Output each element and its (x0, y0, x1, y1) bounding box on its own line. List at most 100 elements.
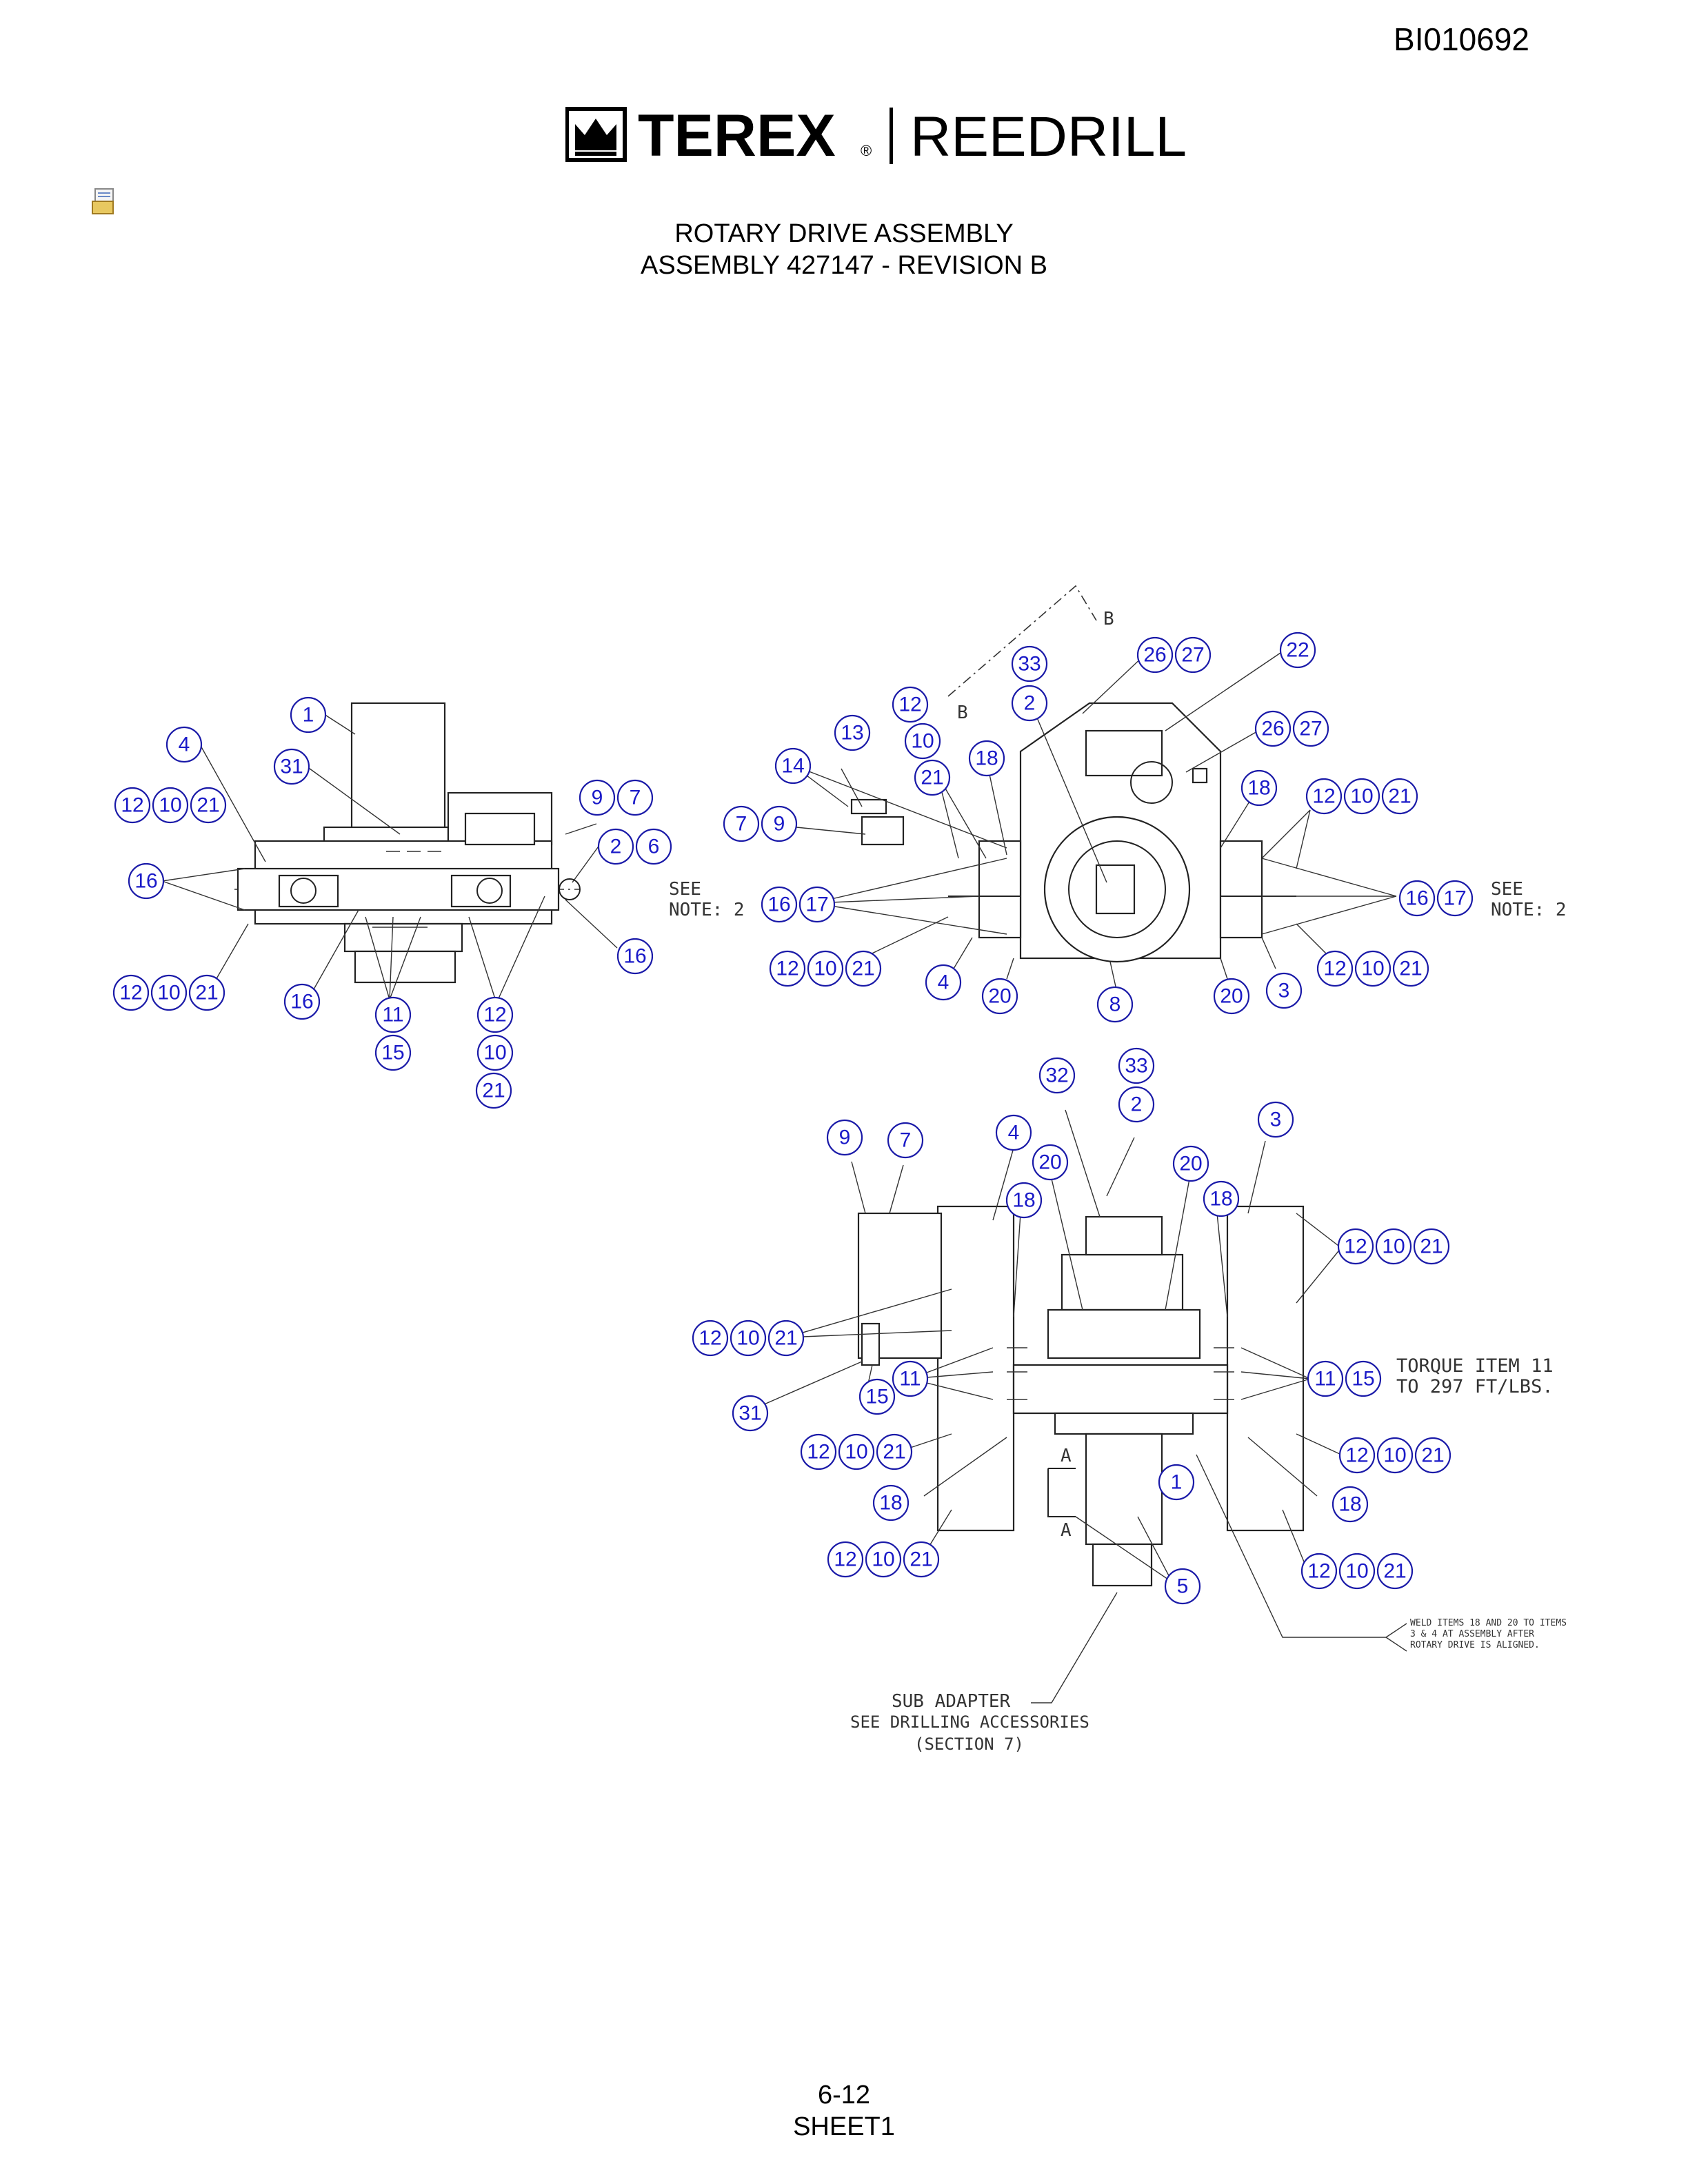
svg-text:32: 32 (1045, 1064, 1068, 1087)
balloon-10: 10 (476, 1034, 514, 1071)
balloon-6: 6 (635, 828, 672, 865)
svg-text:27: 27 (1181, 644, 1204, 667)
balloon-21: 21 (1381, 778, 1418, 815)
balloon-21: 21 (188, 974, 225, 1011)
balloon-21: 21 (845, 950, 882, 987)
svg-text:11: 11 (1314, 1368, 1336, 1391)
svg-text:12: 12 (483, 1004, 506, 1027)
balloon-10: 10 (730, 1320, 767, 1357)
balloon-10: 10 (904, 722, 941, 760)
svg-text:6: 6 (648, 836, 660, 858)
svg-text:16: 16 (134, 870, 157, 893)
balloon-21: 21 (190, 787, 227, 824)
svg-text:22: 22 (1286, 639, 1309, 662)
svg-text:12: 12 (1323, 958, 1346, 980)
section-a-label-1: A (1061, 1446, 1072, 1466)
svg-text:10: 10 (872, 1548, 894, 1571)
section-b-label-2: B (957, 702, 968, 723)
svg-text:12: 12 (1344, 1235, 1367, 1258)
svg-text:®: ® (861, 142, 872, 159)
balloon-21: 21 (767, 1320, 805, 1357)
balloon-11: 11 (892, 1360, 929, 1397)
balloon-2: 2 (1011, 685, 1048, 722)
balloon-10: 10 (150, 974, 188, 1011)
drawing-title: ROTARY DRIVE ASSEMBLY ASSEMBLY 427147 - … (0, 218, 1688, 281)
balloon-31: 31 (273, 748, 310, 785)
balloon-26: 26 (1254, 710, 1292, 747)
balloon-10: 10 (1376, 1437, 1414, 1474)
see-note-right-1: SEE (1491, 879, 1523, 900)
svg-text:2: 2 (1024, 692, 1036, 715)
balloon-12: 12 (1305, 778, 1343, 815)
svg-text:TEREX: TEREX (638, 103, 836, 165)
svg-text:21: 21 (921, 767, 943, 789)
svg-text:21: 21 (1420, 1235, 1443, 1258)
balloon-21: 21 (1392, 950, 1429, 987)
balloon-10: 10 (1375, 1228, 1412, 1265)
balloon-12: 12 (892, 686, 929, 723)
balloon-21: 21 (1414, 1437, 1451, 1474)
balloon-11: 11 (374, 996, 412, 1033)
svg-text:1: 1 (1171, 1471, 1183, 1494)
balloon-27: 27 (1292, 710, 1329, 747)
terex-reedrill-logo: TEREX ® REEDRILL (565, 103, 1187, 165)
svg-text:10: 10 (1361, 958, 1384, 980)
balloon-16: 16 (1398, 880, 1436, 917)
balloon-8: 8 (1096, 986, 1134, 1023)
svg-text:10: 10 (157, 982, 180, 1004)
svg-text:10: 10 (1382, 1235, 1405, 1258)
balloon-33: 33 (1011, 645, 1048, 682)
svg-text:21: 21 (1388, 785, 1411, 808)
svg-text:21: 21 (1399, 958, 1422, 980)
svg-text:12: 12 (898, 694, 921, 716)
weld-note-2: 3 & 4 AT ASSEMBLY AFTER (1410, 1629, 1534, 1639)
svg-text:REEDRILL: REEDRILL (910, 105, 1187, 165)
svg-text:3: 3 (1270, 1109, 1282, 1131)
see-note-left-2: NOTE: 2 (669, 900, 745, 920)
balloon-17: 17 (1436, 880, 1474, 917)
balloon-1: 1 (290, 696, 327, 734)
left-side-view (234, 702, 581, 984)
balloon-13: 13 (834, 714, 871, 751)
svg-text:15: 15 (1352, 1368, 1374, 1391)
svg-text:18: 18 (1338, 1493, 1361, 1516)
svg-text:7: 7 (900, 1129, 912, 1152)
attachment-icon[interactable] (91, 188, 119, 218)
section-7-label: (SECTION 7) (914, 1735, 1024, 1754)
crown-icon (565, 107, 627, 162)
svg-text:12: 12 (1312, 785, 1335, 808)
torque-note-2: TO 297 FT/LBS. (1396, 1376, 1554, 1397)
svg-text:9: 9 (774, 813, 785, 836)
balloon-4: 4 (995, 1114, 1032, 1151)
svg-text:26: 26 (1143, 644, 1166, 667)
balloon-2: 2 (1118, 1086, 1155, 1123)
balloon-7: 7 (723, 805, 760, 842)
svg-text:15: 15 (381, 1042, 404, 1064)
balloon-18: 18 (968, 740, 1005, 777)
svg-text:4: 4 (1008, 1122, 1020, 1144)
see-note-left-1: SEE (669, 879, 701, 900)
svg-text:12: 12 (834, 1548, 856, 1571)
svg-text:16: 16 (290, 991, 313, 1013)
balloon-15: 15 (1345, 1360, 1382, 1397)
section-a-label-2: A (1061, 1520, 1072, 1541)
svg-text:33: 33 (1125, 1055, 1147, 1078)
svg-text:10: 10 (911, 730, 934, 753)
svg-text:21: 21 (1383, 1560, 1406, 1583)
balloon-21: 21 (1376, 1553, 1414, 1590)
balloon-1: 1 (1158, 1464, 1195, 1501)
svg-text:21: 21 (197, 794, 219, 817)
balloon-12: 12 (114, 787, 151, 824)
title-line-1: ROTARY DRIVE ASSEMBLY (674, 219, 1014, 248)
svg-text:33: 33 (1018, 653, 1041, 676)
svg-text:13: 13 (841, 722, 863, 745)
balloon-15: 15 (858, 1378, 896, 1415)
svg-text:21: 21 (774, 1327, 797, 1350)
balloon-21: 21 (475, 1072, 512, 1109)
weld-note-1: WELD ITEMS 18 AND 20 TO ITEMS (1410, 1618, 1567, 1628)
svg-text:17: 17 (1443, 887, 1466, 910)
balloon-10: 10 (807, 950, 844, 987)
balloon-10: 10 (1354, 950, 1391, 987)
balloon-10: 10 (838, 1433, 875, 1470)
